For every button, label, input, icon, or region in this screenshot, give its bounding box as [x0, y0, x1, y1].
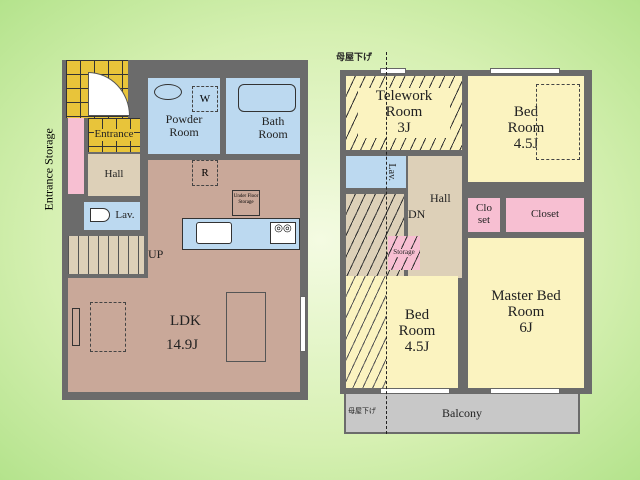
- powder-room-label: Powder Room: [165, 112, 203, 139]
- window: [300, 296, 306, 352]
- stove-icon: ◎◎: [270, 222, 296, 244]
- dining-table: [226, 292, 266, 362]
- eaves-line: [386, 52, 387, 434]
- kitchen-sink-icon: [196, 222, 232, 244]
- bathtub-icon: [238, 84, 296, 112]
- balcony-label: Balcony: [442, 405, 482, 420]
- master-bed-room-label: Master Bed Room: [491, 287, 561, 320]
- bed-room-2-size: 4.5J: [404, 339, 430, 356]
- entrance-storage-label: Entrance Storage: [41, 128, 56, 211]
- under-floor-storage: Under Floor Storage: [232, 190, 260, 216]
- storage: Storage: [388, 236, 420, 270]
- closet-small-label: Clo set: [476, 202, 492, 226]
- hall-label: Hall: [104, 168, 124, 181]
- powder-room: Powder Room: [148, 78, 220, 154]
- ground-floor-plan: Entrance Hall Powder Room W Bath Room R …: [60, 56, 308, 400]
- window: [490, 388, 560, 394]
- toilet-icon: [90, 208, 110, 222]
- window: [490, 68, 560, 74]
- bed-room-1-size: 4.5J: [513, 136, 539, 153]
- ldk-label: LDK: [170, 313, 201, 329]
- storage-label: Storage: [393, 248, 415, 257]
- bed-room-1-label: Bed Room: [507, 103, 545, 136]
- hall: Hall: [88, 154, 140, 196]
- entrance-label: Entrance: [94, 128, 134, 141]
- eaves-note: 母屋下げ: [336, 53, 373, 63]
- window: [380, 68, 406, 74]
- ldk-size: 14.9J: [166, 337, 199, 353]
- bath-room-label: Bath Room: [258, 114, 288, 141]
- bed-room-2-label: Bed Room: [398, 306, 436, 339]
- lavatory-2f: Lav.: [346, 156, 406, 188]
- under-floor-storage-label: Under Floor Storage: [233, 194, 259, 205]
- hall-2f-label: Hall: [430, 191, 451, 205]
- closet-label: Closet: [530, 208, 560, 221]
- entrance-storage-area: [68, 118, 84, 194]
- lavatory-label: Lav.: [115, 209, 135, 222]
- telework-room-label: Telework Room: [375, 87, 433, 120]
- fridge-space: R: [192, 160, 218, 186]
- telework-size: 3J: [397, 120, 411, 137]
- tv-stand: [72, 308, 80, 346]
- stairs[interactable]: [68, 236, 144, 274]
- lavatory-2f-label: Lav.: [386, 163, 398, 181]
- washer-mark: W: [199, 93, 211, 105]
- bed: [536, 84, 580, 160]
- fridge-mark: R: [201, 167, 209, 179]
- closet-small: Clo set: [468, 198, 500, 232]
- washer-space: W: [192, 86, 218, 112]
- entrance: Entrance: [88, 118, 140, 152]
- ldk-room-lower: [68, 278, 300, 392]
- stairs-down-label: DN: [408, 207, 426, 221]
- master-size: 6J: [519, 320, 533, 337]
- balcony: Balcony: [344, 394, 580, 434]
- stairs-up-label: UP: [148, 247, 164, 261]
- window: [380, 388, 450, 394]
- sofa: [90, 302, 126, 352]
- closet: Closet: [506, 198, 584, 232]
- balcony-eaves-note: 母屋下げ: [348, 407, 376, 415]
- sink-icon: [154, 84, 182, 100]
